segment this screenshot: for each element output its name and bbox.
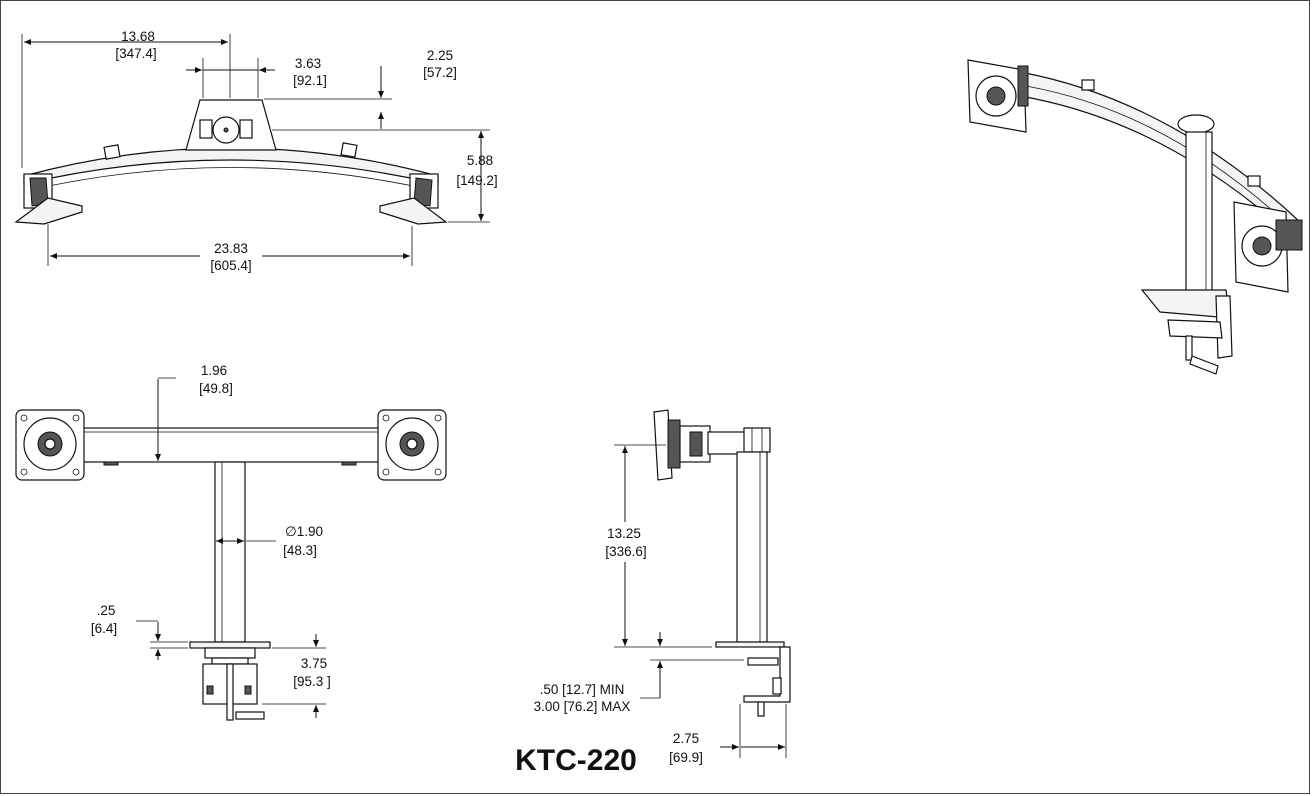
dim-hub-width-mm: [92.1]: [293, 73, 327, 88]
front-view-arm: [81, 427, 381, 463]
side-view-clamp: [743, 646, 791, 703]
dim-curve-depth-mm: [149.2]: [456, 173, 497, 188]
dim-pole-diameter-in: ∅1.90: [285, 524, 323, 539]
iso-left-plate: [967, 59, 1029, 133]
front-view-left-plate: [15, 409, 85, 481]
top-view-right-mount: [379, 173, 448, 225]
dim-clamp-depth-mm: [69.9]: [669, 750, 703, 765]
front-view-pole: [214, 461, 246, 643]
iso-pole: [1185, 131, 1213, 315]
dim-half-width-in: 13.68: [121, 29, 155, 44]
dim-mount-span-in: 23.83: [214, 241, 248, 256]
dim-curve-depth-in: 5.88: [467, 153, 493, 168]
dim-mount-span-mm: [605.4]: [210, 258, 251, 273]
dim-hub-width-in: 3.63: [295, 56, 321, 71]
dim-hub-depth-in: 2.25: [427, 48, 453, 63]
dim-clamp-height-mm: [95.3 ]: [293, 674, 331, 689]
top-view-arm: [23, 147, 439, 185]
dim-pole-diameter-mm: [48.3]: [283, 543, 317, 558]
dim-arm-height-in: 1.96: [201, 363, 227, 378]
dim-arm-height-mm: [49.8]: [199, 381, 233, 396]
dim-clamp-depth-in: 2.75: [673, 731, 699, 746]
dim-plate-thickness-mm: [6.4]: [91, 621, 117, 636]
dim-desk-max: 3.00 [76.2] MAX: [534, 699, 631, 714]
iso-right-plate: [1233, 201, 1303, 293]
front-view-base-plate: [189, 641, 271, 649]
dim-plate-thickness-in: .25: [97, 603, 116, 618]
dim-pole-height-mm: [336.6]: [605, 544, 646, 559]
dim-desk-min: .50 [12.7] MIN: [540, 682, 625, 697]
dim-hub-depth-mm: [57.2]: [423, 65, 457, 80]
isometric-view: [967, 59, 1303, 375]
dim-pole-height-in: 13.25: [607, 526, 641, 541]
front-view-right-plate: [377, 409, 447, 481]
top-view-left-mount: [14, 173, 83, 225]
dim-clamp-height-in: 3.75: [301, 656, 327, 671]
model-name: KTC-220: [515, 744, 637, 777]
side-view-pole: [736, 451, 768, 643]
dim-half-width-mm: [347.4]: [115, 46, 156, 61]
top-view: 13.68 [347.4] 3.63 [92.1] 2.25 [57.2] 5.…: [14, 29, 498, 274]
front-view: 1.96 [49.8] ∅1.90 [48.3] .25 [6.4] 3.75 …: [15, 363, 447, 721]
side-view-base-plate: [715, 641, 785, 648]
side-view: 13.25 [336.6] .50 [12.7] MIN 3.00 [76.2]…: [534, 409, 791, 765]
